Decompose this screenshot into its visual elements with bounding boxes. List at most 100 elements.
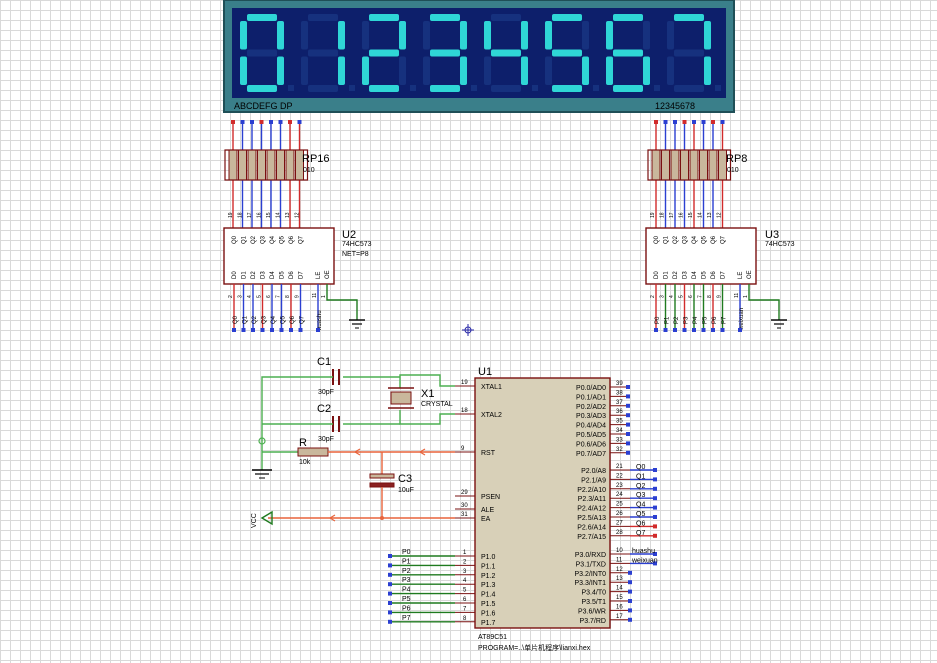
resistor-element	[285, 149, 295, 181]
resistor-element	[680, 149, 689, 181]
resistor-pack-rp8[interactable]	[647, 120, 732, 228]
pin-terminal	[626, 403, 630, 408]
u1-p1-num: 8	[463, 616, 467, 622]
u1-left-pin-num: 18	[461, 408, 468, 414]
u1-p3-pin: P3.4/T0	[581, 590, 606, 597]
pin-terminal	[278, 120, 283, 124]
pin-terminal	[654, 328, 658, 332]
u2-q-pin: Q5	[280, 235, 286, 244]
pin-terminal	[663, 120, 668, 124]
u2-bus-label: Q4	[271, 315, 277, 324]
u3-bus-label: P2	[674, 316, 680, 324]
u1-left-pin-num: 31	[461, 512, 468, 518]
u3-q-num: 12	[717, 212, 723, 218]
segment-e	[301, 56, 308, 85]
u3-q-num: 14	[698, 212, 704, 218]
resistor-pack-rp16[interactable]	[224, 120, 309, 228]
segment-e	[484, 56, 491, 85]
u1-p0-num: 37	[616, 400, 623, 406]
u3-q-pin: Q3	[683, 235, 689, 244]
u1-p3-num: 14	[616, 586, 623, 592]
u3-d-num: 6	[688, 295, 694, 298]
u1-p3-num: 12	[616, 567, 623, 573]
u1-p2-pin: P2.6/A14	[577, 524, 606, 531]
u1-p2-pin: P2.4/A12	[577, 506, 606, 513]
segment-a	[369, 14, 399, 21]
segment-dp	[349, 85, 355, 91]
u3-d-pin: D6	[711, 271, 717, 279]
u3-oe-pin: OE	[747, 270, 753, 279]
segment-c	[521, 56, 528, 85]
pin-terminal	[673, 328, 677, 332]
segment-g	[613, 49, 643, 57]
segment-c	[277, 56, 284, 85]
display-digit-2	[362, 14, 416, 92]
u2-part: 74HC573	[342, 241, 372, 248]
u1-p2-num: 24	[616, 492, 623, 498]
u1-p3-pin: P3.5/T1	[581, 599, 606, 606]
u3-le-num: 11	[734, 293, 740, 298]
u2-q-pin: Q4	[270, 235, 276, 244]
u1-p2-label: Q1	[636, 473, 645, 480]
wire	[326, 284, 358, 320]
u1-left-pin-name: ALE	[481, 507, 495, 514]
u3-le-label: weixuan	[739, 308, 745, 331]
latch-u2[interactable]: Q0D0192Q0Q1D1183Q1Q2D2174Q2Q3D3165Q3Q4D4…	[223, 212, 365, 332]
latch-u3[interactable]: Q0D0192P0Q1D1183P1Q2D2174P2Q3D3165P3Q4D4…	[645, 212, 787, 332]
u1-p0-num: 35	[616, 419, 623, 425]
segment-b	[399, 21, 406, 50]
u1-p1-num: 7	[463, 606, 467, 612]
resistor-element	[689, 149, 699, 181]
segment-d	[674, 85, 704, 92]
oscillator-circuit[interactable]	[252, 369, 470, 526]
u2-d-num: 9	[295, 295, 301, 298]
pin-terminal	[388, 591, 392, 596]
seven-segment-display[interactable]: ABCDEFG DP 12345678	[223, 0, 735, 113]
u1-p0-pin: P0.5/AD5	[576, 432, 606, 439]
pin-terminal	[692, 328, 696, 332]
segment-dp	[593, 85, 599, 91]
u1-p1-num: 6	[463, 597, 467, 603]
pin-terminal	[626, 450, 630, 455]
pin-terminal	[388, 563, 392, 568]
u1-p1-label: P0	[402, 549, 411, 556]
display-digit-3	[423, 14, 477, 92]
pin-terminal	[653, 477, 657, 482]
u1-p2-label: Q6	[636, 520, 645, 527]
microcontroller-u1[interactable]: XTAL119XTAL218RST9PSEN29ALE30EA31P1.01P0…	[388, 377, 658, 629]
pin-terminal	[628, 599, 632, 603]
u2-q-num: 12	[295, 212, 301, 218]
u1-p2-label: Q3	[636, 492, 645, 499]
u1-p1-label: P3	[402, 577, 411, 584]
u2-bus-label: Q2	[252, 315, 258, 324]
u3-d-num: 7	[698, 295, 704, 298]
u2-bus-label: Q5	[281, 315, 287, 324]
segment-dp	[715, 85, 721, 91]
segment-a	[247, 14, 277, 21]
c1-ref: C1	[317, 356, 331, 368]
wire	[748, 284, 780, 320]
capacitor-c3-plate	[369, 482, 395, 488]
pin-terminal	[653, 505, 657, 510]
segment-g	[247, 49, 277, 57]
resistor-element	[247, 149, 257, 181]
u1-p1-pin: P1.7	[481, 620, 496, 627]
u1-p3-num: 10	[616, 548, 623, 554]
u3-q-num: 18	[660, 212, 666, 218]
u1-p0-pin: P0.1/AD1	[576, 394, 606, 401]
resistor-element	[266, 149, 276, 181]
pin-terminal	[270, 328, 274, 332]
pin-terminal	[388, 582, 392, 587]
u1-p3-pin: P3.2/INT0	[574, 571, 606, 578]
u2-oe-num: 1	[321, 295, 327, 298]
pin-terminal	[673, 120, 677, 124]
pin-terminal	[231, 120, 235, 124]
pin-terminal	[279, 328, 284, 332]
u1-p3-pin: P3.0/RXD	[575, 552, 606, 559]
u2-d-num: 2	[228, 295, 234, 298]
u1-p0-num: 38	[616, 390, 623, 396]
wire	[399, 374, 455, 388]
pin-terminal	[711, 120, 715, 124]
rp16-value: 010	[303, 167, 315, 174]
